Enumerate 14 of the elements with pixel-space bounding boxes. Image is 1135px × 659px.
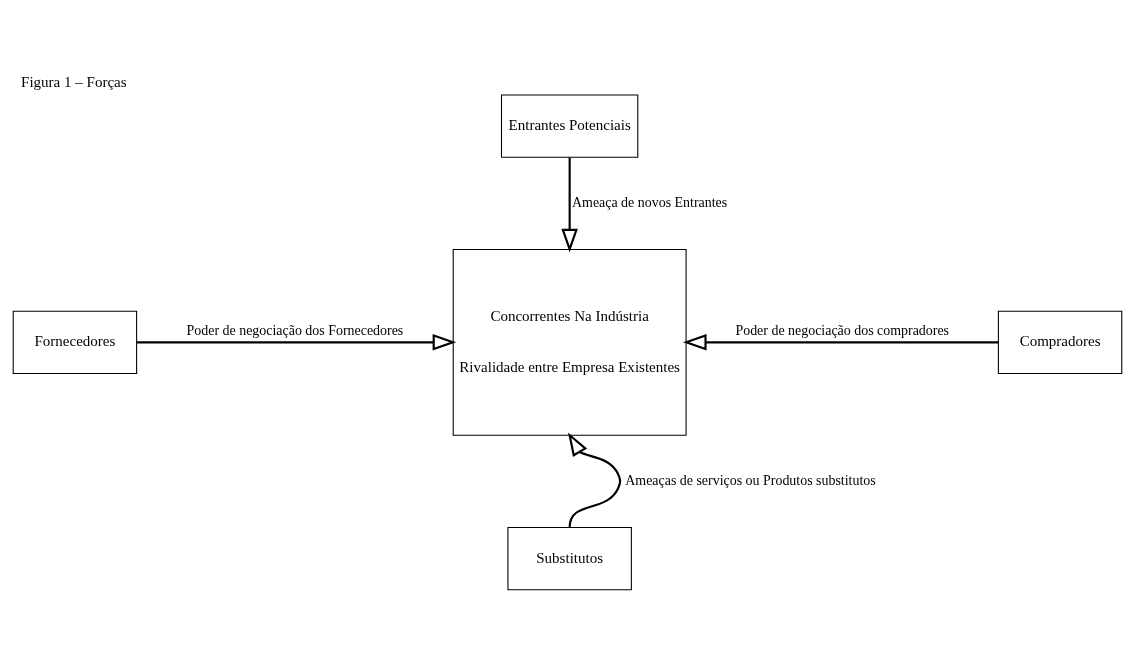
node-box: Concorrentes Na Indústria Rivalidade entre Empresa Existentes [452, 248, 687, 436]
node-box: Substitutos [507, 526, 632, 590]
node-box: Entrantes Potenciais [500, 93, 639, 158]
edge-label: Poder de negociação dos Fornecedores [186, 322, 404, 338]
edge-label: Poder de negociação dos compradores [735, 322, 950, 338]
arrow [682, 333, 999, 351]
arrow [568, 431, 622, 528]
arrow [137, 333, 457, 351]
edge-label: Ameaça de novos Entrantes [572, 194, 728, 210]
node-box: Fornecedores [12, 310, 138, 374]
diagram-title: Figura 1 – Forças [21, 73, 127, 90]
edge-label: Ameaças de serviços ou Produtos substitutos [625, 472, 876, 488]
node-box: Compradores [997, 310, 1123, 374]
arrow [561, 156, 578, 252]
